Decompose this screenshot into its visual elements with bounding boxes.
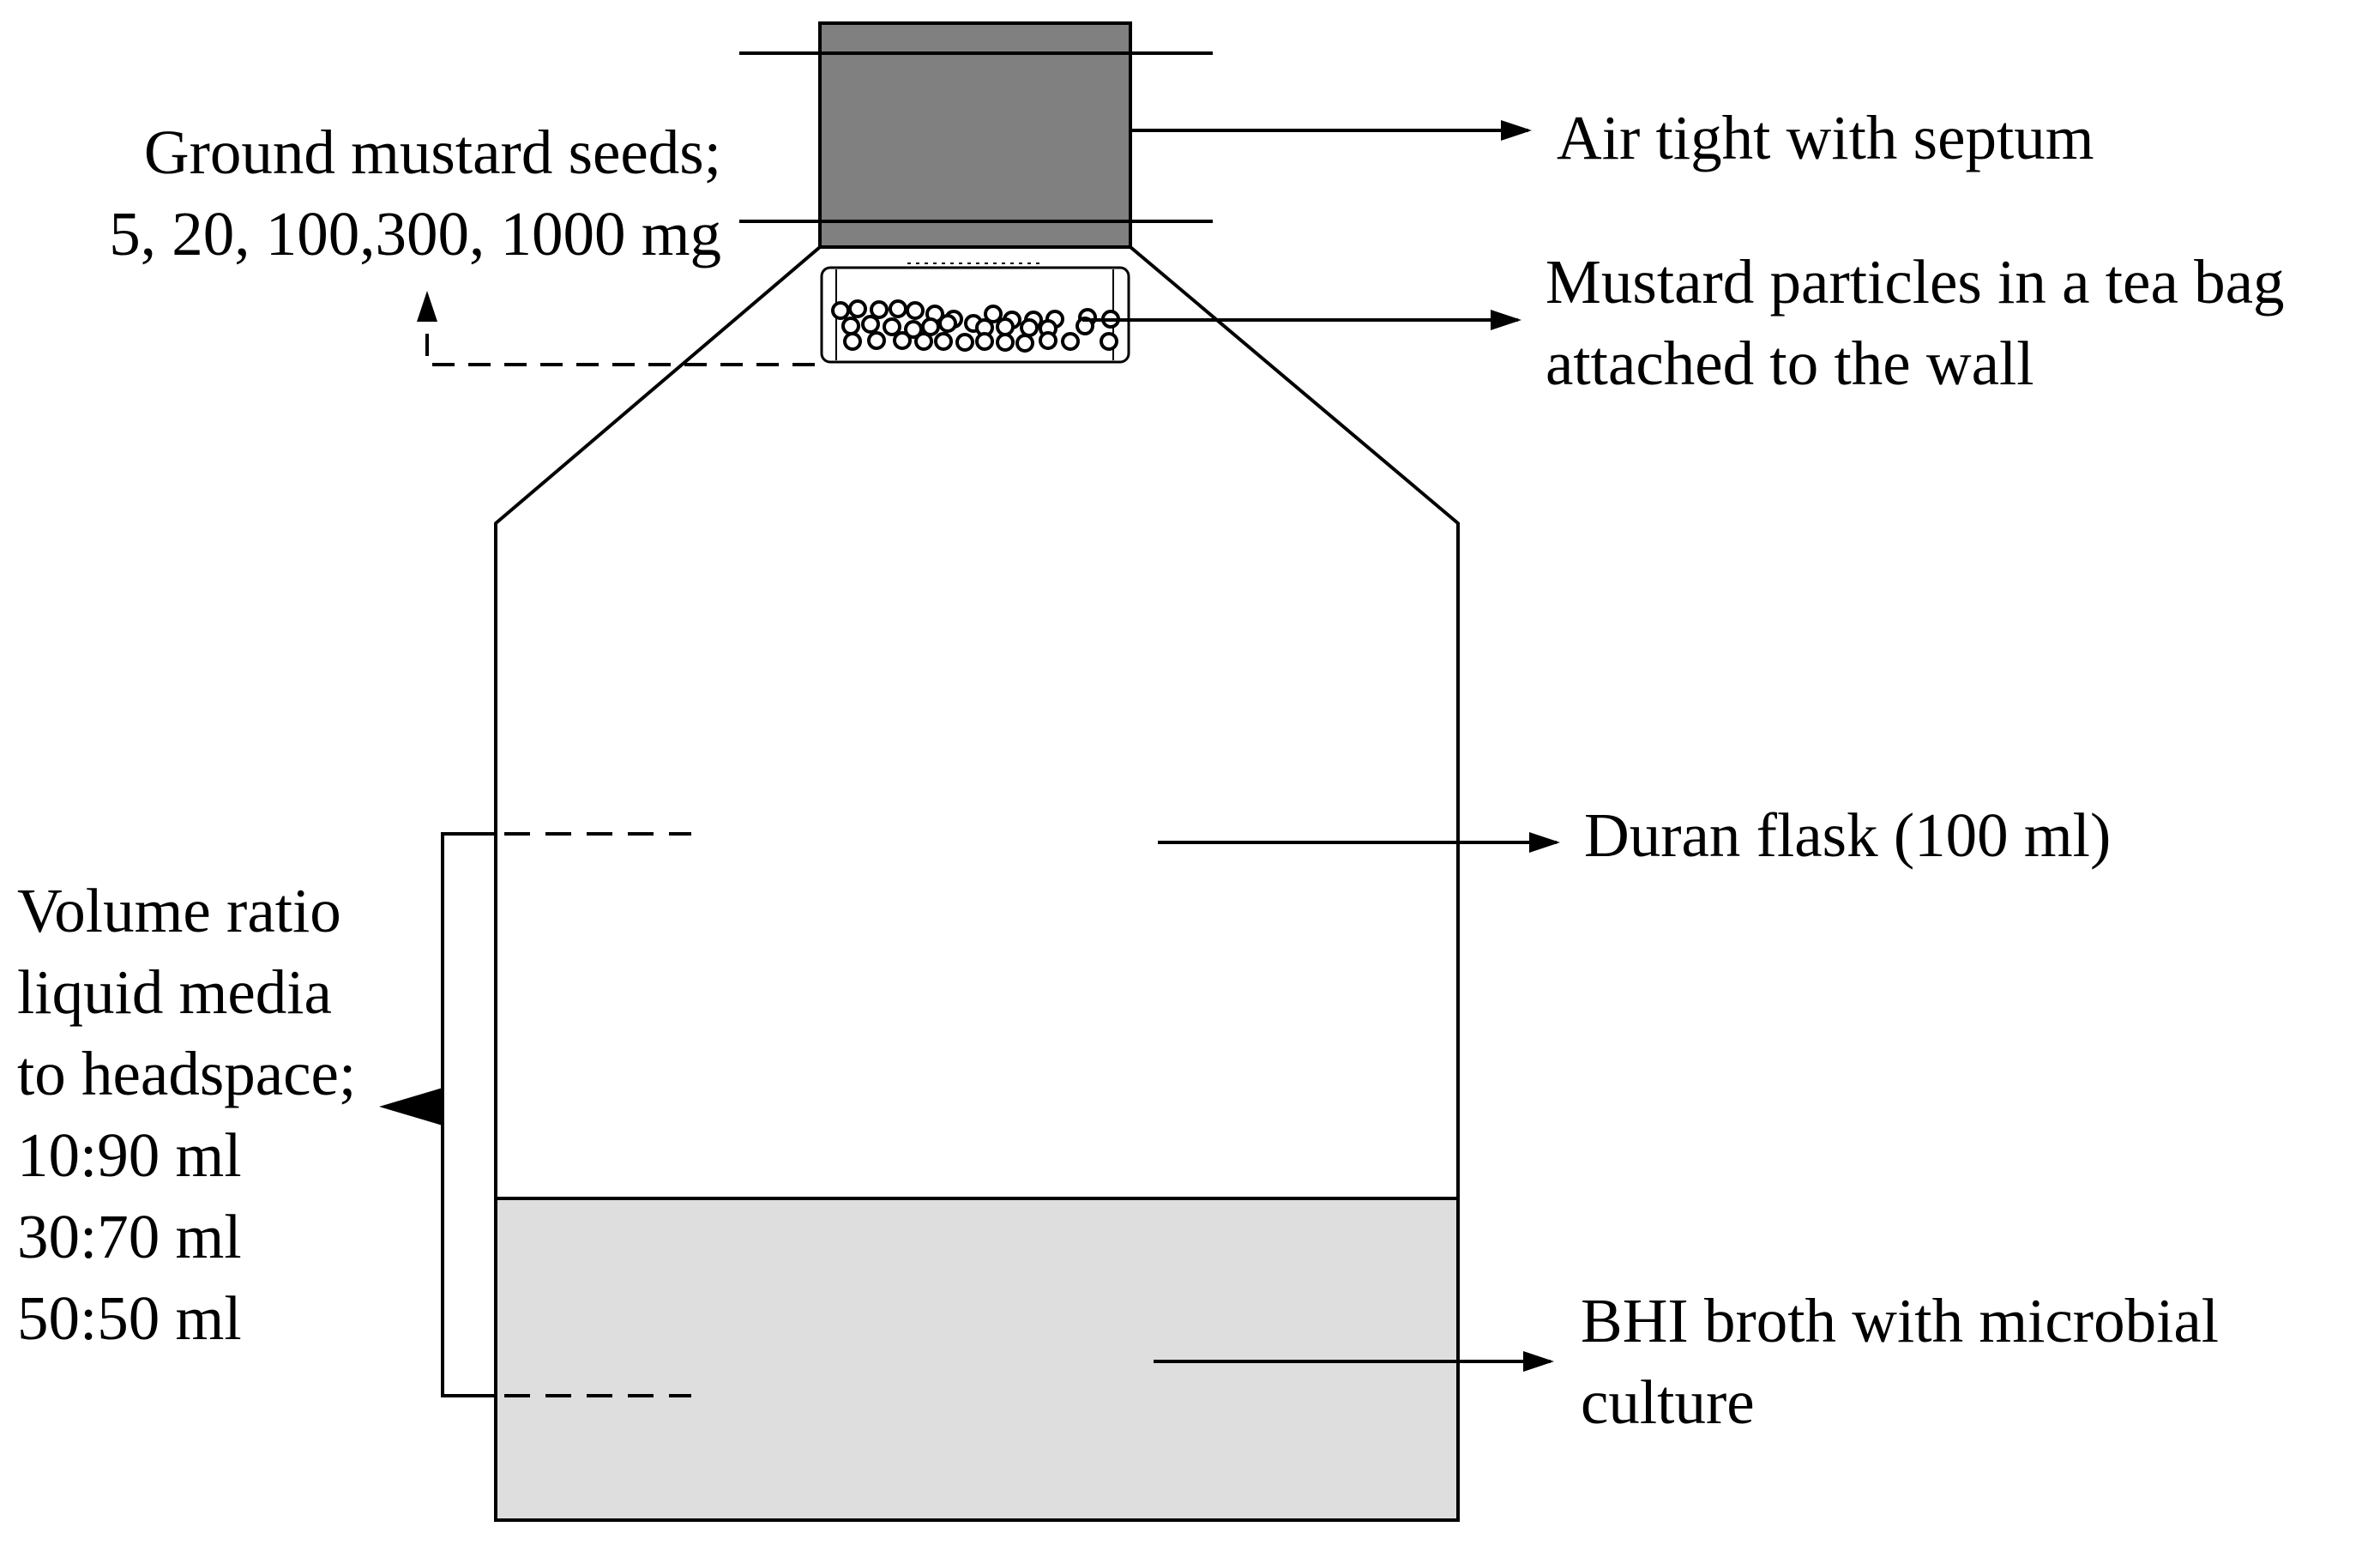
- mustard-particle: [934, 332, 953, 351]
- mustard-particles: [831, 299, 1120, 353]
- mustard-particle: [1015, 334, 1034, 353]
- mustard-particle: [831, 301, 850, 320]
- mustard-particle: [975, 332, 994, 351]
- septum-cap: [818, 21, 1132, 249]
- label-ground-seeds-line2: 5, 20, 100,300, 1000 mg: [109, 199, 721, 269]
- mustard-particle: [893, 331, 912, 350]
- mustard-particle: [1020, 318, 1039, 337]
- label-volume-ratio-line: 50:50 ml: [17, 1283, 242, 1353]
- mustard-particle: [867, 331, 886, 350]
- mustard-particle: [841, 317, 860, 335]
- flask-outline: [494, 245, 1460, 1522]
- label-bhi-broth: BHI broth with microbial culture: [1581, 1280, 2219, 1443]
- mustard-particle: [906, 301, 925, 320]
- mustard-particle: [996, 317, 1015, 336]
- label-bhi-line2: culture: [1581, 1367, 1755, 1437]
- label-volume-ratio-line: 10:90 ml: [17, 1120, 242, 1190]
- mustard-particle: [870, 300, 889, 319]
- label-volume-ratio: Volume ratio liquid media to headspace; …: [17, 870, 356, 1359]
- mustard-particle: [955, 333, 974, 352]
- label-bhi-line1: BHI broth with microbial: [1581, 1286, 2220, 1355]
- label-tea-bag-line2: attached to the wall: [1545, 329, 2034, 398]
- label-tea-bag: Mustard particles in a tea bag attached …: [1545, 241, 2285, 404]
- mustard-particle: [848, 299, 867, 318]
- label-duran-flask: Duran flask (100 ml): [1584, 800, 2112, 870]
- mustard-particle: [861, 315, 880, 334]
- mustard-particle: [883, 317, 901, 336]
- mustard-particle: [889, 299, 907, 318]
- mustard-particle: [1061, 332, 1080, 351]
- volume-ratio-bracket: [379, 832, 691, 1397]
- label-volume-ratio-line: 30:70 ml: [17, 1202, 242, 1271]
- bhi-broth-liquid: [496, 1198, 1458, 1518]
- label-ground-seeds-line1: Ground mustard seeds;: [143, 118, 721, 187]
- mustard-particle: [843, 332, 862, 351]
- mustard-particle: [1100, 332, 1118, 351]
- mustard-particle: [996, 333, 1015, 352]
- mustard-particle: [921, 317, 940, 336]
- mustard-particle: [914, 332, 933, 351]
- label-volume-ratio-line: to headspace;: [17, 1039, 357, 1108]
- mustard-particle: [938, 314, 957, 333]
- mustard-particle: [984, 305, 1003, 323]
- label-air-tight: Air tight with septum: [1557, 103, 2094, 172]
- arrow-ground-seeds: [417, 291, 815, 366]
- label-volume-ratio-line: Volume ratio: [17, 876, 341, 945]
- mustard-particle: [1039, 331, 1057, 350]
- label-volume-ratio-line: liquid media: [17, 957, 332, 1027]
- label-ground-mustard-seeds: Ground mustard seeds; 5, 20, 100,300, 10…: [109, 112, 721, 275]
- mustard-particle: [904, 320, 923, 339]
- label-tea-bag-line1: Mustard particles in a tea bag: [1545, 247, 2285, 317]
